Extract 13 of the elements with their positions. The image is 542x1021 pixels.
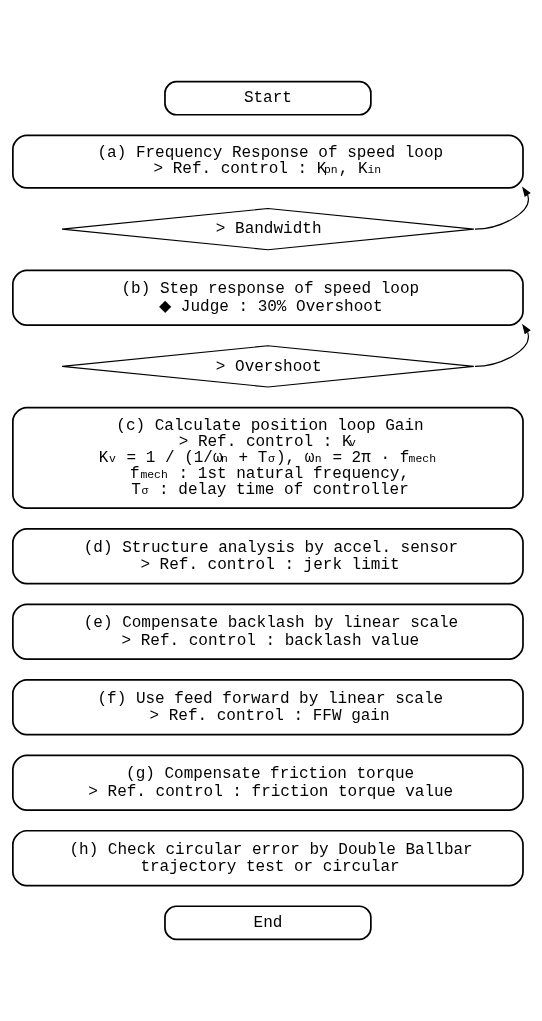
node-box: (e) Compensate backlash by linear scale > Ref. control : backlash value: [12, 603, 524, 661]
node-box: (g) Compensate friction torque > Ref. control : friction torque value: [12, 754, 524, 812]
node-box: End: [164, 905, 372, 941]
node-box: (h) Check circular error by Double Ballbar trajectory test or circular: [12, 829, 524, 887]
arrow: [474, 323, 531, 367]
node-box: (f) Use feed forward by linear scale > Ref. control : FFW gain: [12, 678, 524, 736]
node-diamond: > Bandwidth: [61, 207, 475, 251]
node-box: Start: [164, 80, 372, 116]
node-box: (b) Step response of speed loop ◆ Judge : 30% Overshoot: [12, 269, 524, 327]
node-diamond: > Overshoot: [61, 345, 475, 388]
node-box: (a) Frequency Response of speed loop > Ref. control : Kpn, Kin: [12, 134, 524, 189]
node-box: (d) Structure analysis by accel. sensor > Ref. control : jerk limit: [12, 527, 524, 585]
arrow: [474, 186, 531, 230]
